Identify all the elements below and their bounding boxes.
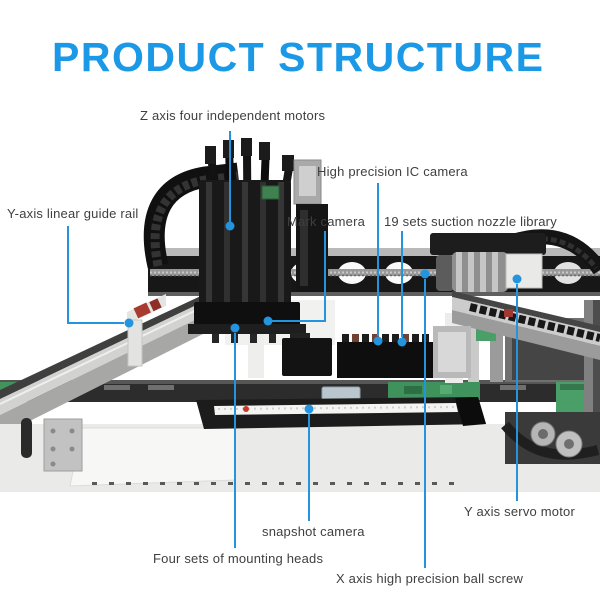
rail-carriage-red — [133, 302, 151, 319]
callout-y-axis-guide-rail: Y-axis linear guide rail — [7, 206, 139, 221]
callout-y-servo-motor: Y axis servo motor — [464, 504, 576, 519]
callout-nozzle-library: 19 sets suction nozzle library — [384, 214, 557, 229]
callout-mark-camera: Mark camera — [287, 214, 366, 229]
leader-mark-camera — [272, 231, 326, 322]
page-title: PRODUCT STRUCTURE — [52, 34, 545, 80]
z-head-assembly — [188, 138, 328, 378]
callout-snapshot-camera: snapshot camera — [262, 524, 365, 539]
machine-table — [0, 418, 600, 600]
nozzle-library-bank — [337, 342, 433, 378]
y-axis-rail-left — [0, 294, 206, 436]
leader-dots — [124, 221, 522, 414]
callout-x-ball-screw: X axis high precision ball screw — [336, 571, 524, 586]
y-axis-servo-assembly — [430, 233, 546, 292]
callout-mounting-heads: Four sets of mounting heads — [153, 551, 324, 566]
cable-chain-left — [143, 162, 240, 269]
snapshot-camera-bar — [196, 397, 486, 429]
y-axis-rail-right — [452, 291, 600, 360]
leader-lines — [67, 131, 518, 568]
feeder-slot-dots — [92, 482, 454, 485]
callout-ic-camera: High precision IC camera — [317, 164, 468, 179]
camera-units — [282, 326, 471, 378]
mark-camera-box — [282, 338, 332, 376]
leader-y-axis-guide-rail — [67, 226, 124, 324]
belt-drive — [501, 412, 600, 464]
callout-z-axis-motors: Z axis four independent motors — [140, 108, 326, 123]
